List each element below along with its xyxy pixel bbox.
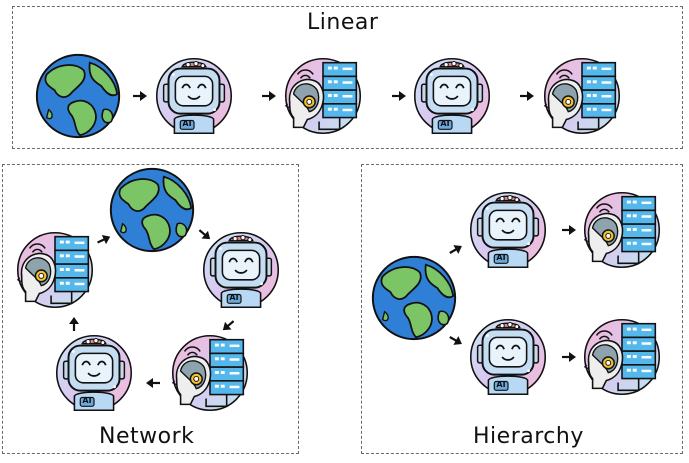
network-arrow-server-to-earth [94, 230, 114, 249]
hierarchy-robot-top [469, 191, 547, 269]
hierarchy-robot-bottom [469, 318, 547, 396]
network-title: Network [99, 424, 195, 449]
hierarchy-title: Hierarchy [473, 424, 584, 449]
ai-badge: AI [496, 380, 505, 389]
hierarchy-earth [371, 255, 457, 341]
hierarchy-server-top [583, 191, 661, 269]
linear-arrow-4 [518, 89, 536, 103]
linear-server-1 [284, 57, 362, 135]
network-robot-left [55, 334, 133, 412]
ai-badge: AI [182, 119, 191, 128]
ai-badge: AI [440, 119, 449, 128]
linear-panel [12, 6, 683, 149]
network-robot-right [202, 231, 280, 309]
linear-robot-2 [413, 57, 491, 135]
network-arrow-robot-to-server [67, 315, 81, 333]
linear-arrow-3 [390, 89, 408, 103]
hierarchy-panel [361, 164, 683, 454]
linear-title: Linear [307, 10, 379, 35]
ai-badge: AI [229, 293, 238, 302]
hierarchy-arrow-top-right [560, 223, 578, 237]
linear-arrow-1 [131, 89, 149, 103]
network-earth [109, 167, 195, 253]
linear-robot-1 [155, 57, 233, 135]
linear-earth [35, 53, 121, 139]
linear-arrow-2 [260, 89, 278, 103]
linear-server-2 [543, 57, 621, 135]
network-arrow-server-to-robot [144, 376, 162, 390]
network-arrow-earth-to-robot [195, 225, 215, 245]
hierarchy-server-bottom [583, 318, 661, 396]
ai-badge: AI [82, 396, 91, 405]
hierarchy-arrow-down [446, 331, 466, 350]
network-server-left [16, 231, 94, 309]
network-arrow-robot-to-server [218, 316, 238, 336]
ai-badge: AI [496, 253, 505, 262]
hierarchy-arrow-bottom-right [560, 350, 578, 364]
network-panel [2, 164, 299, 454]
network-server-bottom [171, 334, 249, 412]
hierarchy-arrow-up [446, 240, 466, 259]
